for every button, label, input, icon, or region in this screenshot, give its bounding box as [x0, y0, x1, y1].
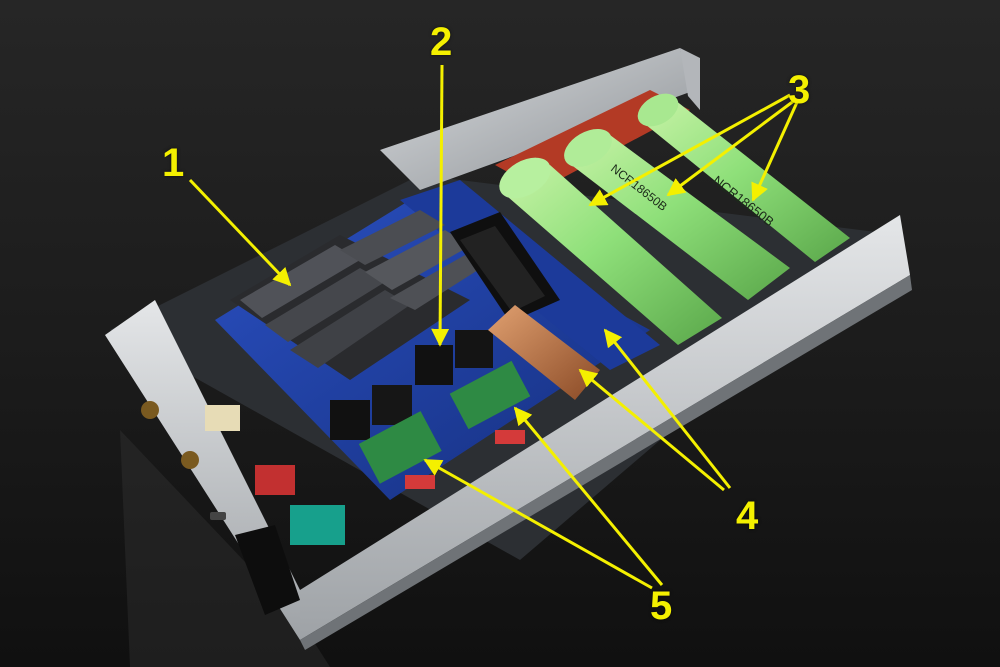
callout-arrows — [188, 64, 800, 590]
arrow-1 — [188, 178, 292, 287]
opamp-board — [358, 360, 531, 484]
beige-component — [205, 405, 240, 431]
arrow-3c — [751, 99, 800, 202]
callout-label-4: 4 — [736, 494, 759, 538]
teal-component — [290, 505, 345, 545]
battery — [499, 157, 722, 345]
jack-icon — [181, 451, 199, 469]
callout-label-2: 2 — [430, 20, 453, 64]
arrow-5b — [513, 406, 664, 586]
arrow-4b — [603, 328, 732, 489]
arrow-2 — [431, 64, 450, 347]
copper-shield — [488, 305, 600, 400]
jack-icon — [141, 401, 159, 419]
arrow-3b — [666, 98, 796, 197]
case-bottom-edge — [300, 275, 912, 650]
callout-label-5: 5 — [650, 584, 673, 628]
callout-label-3: 3 — [788, 68, 811, 112]
red-component — [255, 465, 295, 495]
switch-icon — [210, 512, 226, 520]
red-component — [495, 430, 525, 444]
volume-knob — [235, 525, 300, 615]
case-back-wall — [380, 48, 690, 190]
arrow-5a — [423, 458, 653, 590]
case-front-wall — [300, 215, 910, 640]
callout-label-1: 1 — [162, 141, 185, 185]
red-component — [405, 475, 435, 489]
case-right-end — [680, 48, 700, 110]
battery — [564, 129, 790, 300]
arrow-3a — [588, 93, 791, 207]
relay-blocks — [330, 330, 493, 440]
battery — [637, 93, 850, 262]
arrow-4a — [578, 368, 725, 492]
pin-header — [450, 212, 560, 322]
